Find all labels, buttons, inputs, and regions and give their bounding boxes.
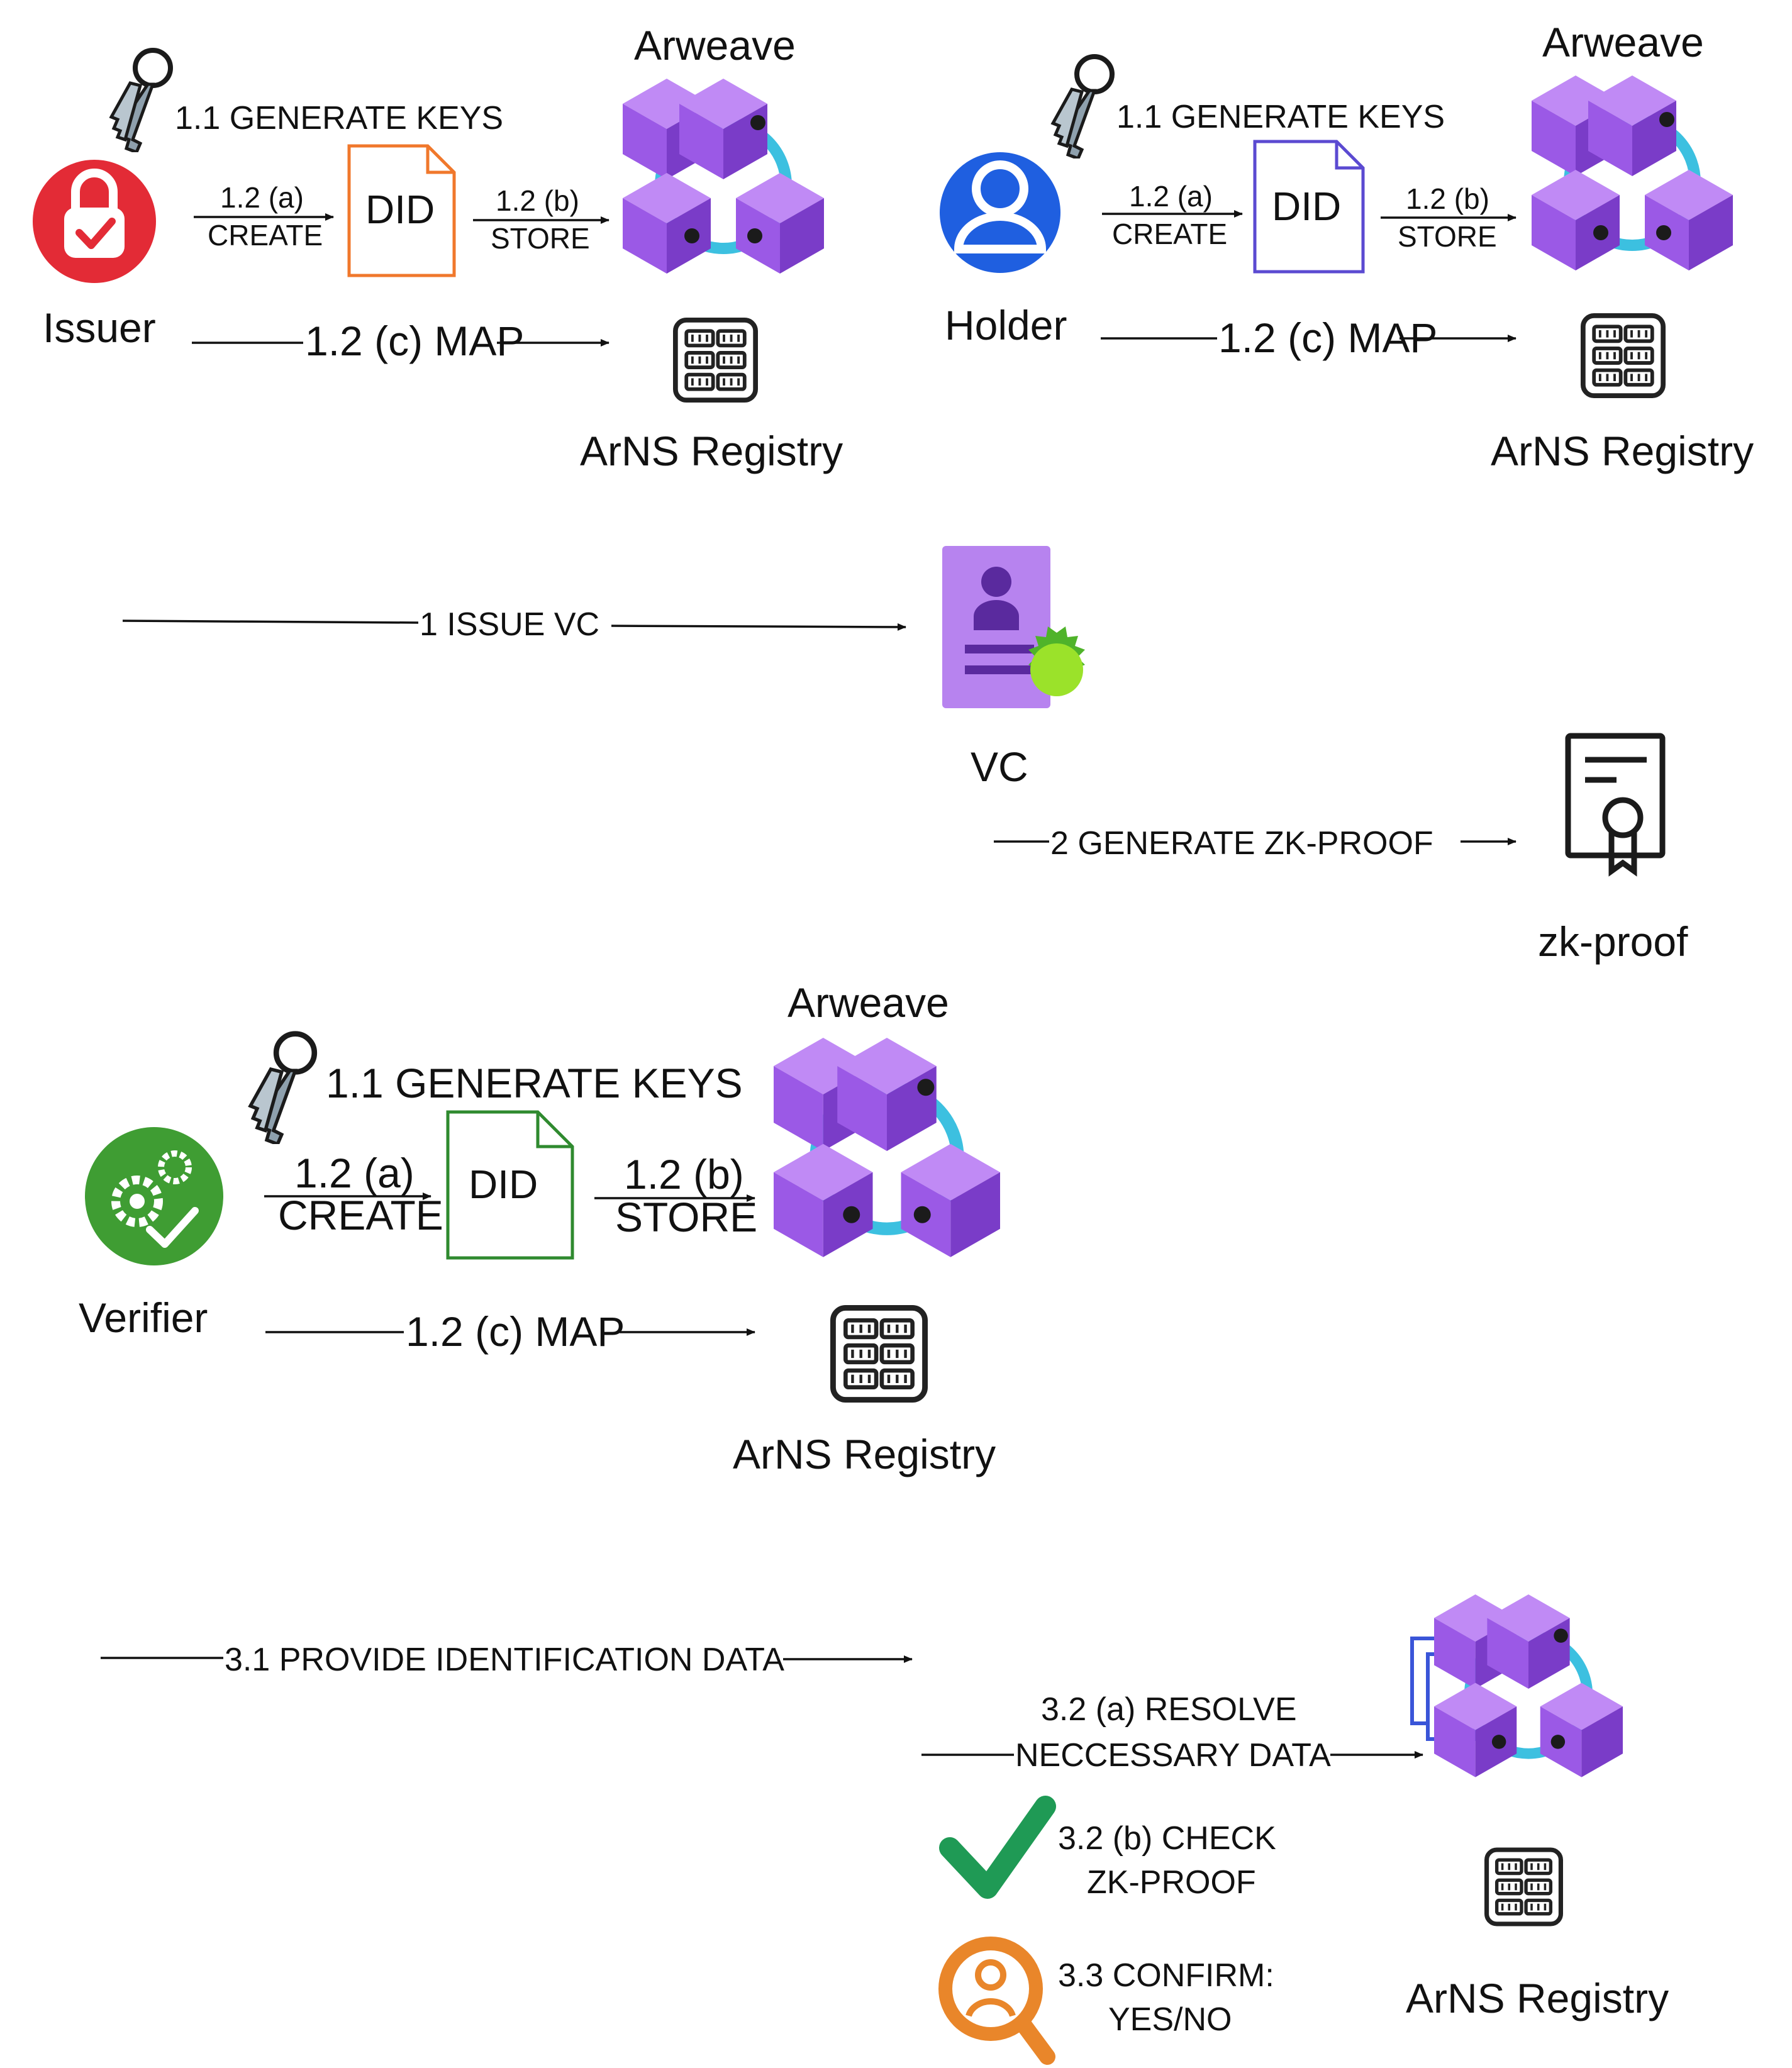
store-step-number: 1.2 (b) (496, 184, 579, 217)
keys-icon (111, 50, 170, 152)
issuer-label: Issuer (43, 304, 156, 351)
store-step-label: STORE (491, 222, 590, 255)
user-icon (940, 152, 1060, 273)
issue-vc-arrow-left (122, 620, 419, 624)
issue-vc-arrow-right (611, 623, 906, 631)
vc-label: VC (971, 743, 1028, 790)
arns-registry-label: ArNS Registry (580, 428, 843, 474)
issue-vc-label: 1 ISSUE VC (420, 606, 599, 643)
check-label-line2: ZK-PROOF (1087, 1864, 1256, 1901)
holder-label: Holder (945, 302, 1067, 348)
registry-grid-icon (676, 320, 755, 400)
zk-proof-flow: 2 GENERATE ZK-PROOF zk-proof (994, 733, 1688, 965)
generate-keys-label: 1.1 GENERATE KEYS (175, 100, 503, 136)
resolve-label-line1: 3.2 (a) RESOLVE (1041, 1691, 1297, 1728)
generate-zk-label: 2 GENERATE ZK-PROOF (1050, 825, 1433, 862)
generate-keys-label: 1.1 GENERATE KEYS (326, 1060, 743, 1106)
provide-data-label: 3.1 PROVIDE IDENTIFICATION DATA (225, 1642, 784, 1678)
cubes-network-icon (1532, 75, 1733, 270)
zk-proof-label: zk-proof (1538, 918, 1688, 965)
holder-block: Holder 1.1 GENERATE KEYS 1.2 (a) CREATE … (940, 19, 1754, 474)
check-label-line1: 3.2 (b) CHECK (1058, 1820, 1276, 1857)
store-step-number: 1.2 (b) (624, 1151, 744, 1198)
arns-registry-label: ArNS Registry (1406, 1975, 1669, 2021)
arns-registry-label: ArNS Registry (733, 1431, 996, 1477)
keys-icon (250, 1034, 314, 1144)
store-step-label: STORE (615, 1194, 757, 1240)
did-label: DID (469, 1162, 538, 1207)
verification-flow: 3.1 PROVIDE IDENTIFICATION DATA 3.2 (a) … (101, 1594, 1669, 2065)
gears-check-icon (85, 1127, 223, 1265)
verifier-block: Verifier 1.1 GENERATE KEYS 1.2 (a) CREAT… (79, 979, 1000, 1477)
cubes-network-icon (774, 1038, 1000, 1257)
registry-grid-icon (1583, 316, 1663, 396)
issue-vc-flow: 1 ISSUE VC VC (122, 546, 1085, 790)
create-step-label: CREATE (208, 219, 323, 252)
generate-keys-label: 1.1 GENERATE KEYS (1116, 99, 1445, 135)
issuer-block: Issuer 1.1 GENERATE KEYS 1.2 (a) CREATE … (33, 22, 843, 474)
create-step-label: CREATE (278, 1192, 443, 1238)
keys-icon (1053, 57, 1112, 158)
confirm-label-line2: YES/NO (1108, 2001, 1232, 2038)
did-document-issuer: DID (347, 144, 456, 277)
checkmark-icon (939, 1796, 1056, 1899)
arweave-label: Arweave (787, 979, 949, 1026)
map-label: 1.2 (c) MAP (305, 318, 524, 364)
registry-grid-icon (1487, 1850, 1561, 1924)
create-step-number: 1.2 (a) (1129, 180, 1213, 213)
arweave-label: Arweave (1542, 19, 1704, 65)
lock-icon (33, 160, 156, 283)
credential-icon (942, 546, 1085, 708)
store-step-label: STORE (1398, 220, 1497, 253)
arns-registry-label: ArNS Registry (1491, 428, 1754, 474)
certificate-icon (1565, 733, 1666, 877)
create-step-label: CREATE (1112, 218, 1227, 250)
arweave-label: Arweave (634, 22, 796, 69)
map-label: 1.2 (c) MAP (406, 1308, 625, 1355)
cubes-network-icon (623, 79, 824, 274)
search-person-icon (938, 1937, 1055, 2065)
store-step-number: 1.2 (b) (1406, 182, 1489, 215)
did-document-holder: DID (1253, 140, 1365, 274)
verifier-label: Verifier (79, 1294, 208, 1341)
resolve-label-line2: NECCESSARY DATA (1015, 1737, 1331, 1774)
create-step-number: 1.2 (a) (220, 181, 304, 214)
registry-grid-icon (833, 1308, 925, 1399)
did-label: DID (1272, 184, 1341, 229)
create-step-number: 1.2 (a) (294, 1150, 415, 1196)
did-document-verifier: DID (446, 1110, 574, 1260)
confirm-label-line1: 3.3 CONFIRM: (1058, 1957, 1274, 1994)
did-label: DID (365, 187, 435, 232)
